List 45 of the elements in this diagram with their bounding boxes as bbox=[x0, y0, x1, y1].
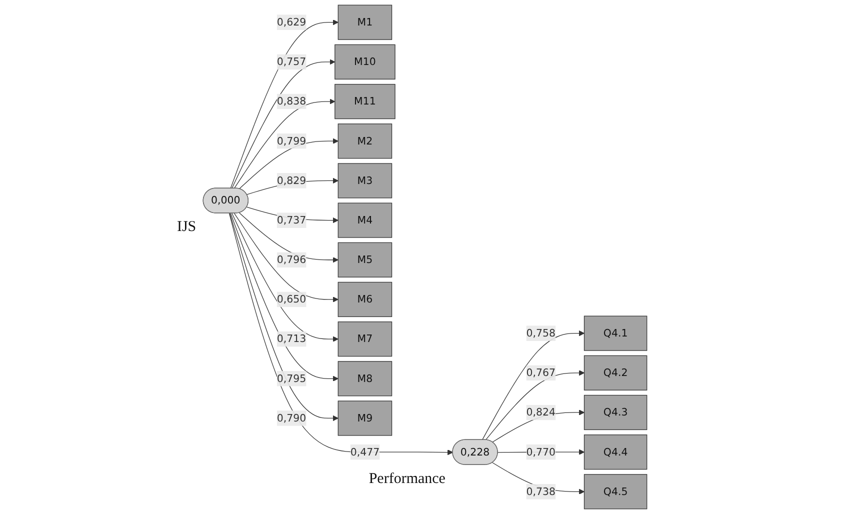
edge-label: 0,629 bbox=[276, 16, 306, 28]
arrow bbox=[485, 370, 584, 440]
node-box: M7 bbox=[338, 322, 392, 357]
edge-label: 0,799 bbox=[276, 134, 306, 147]
node-box: Q4.5 bbox=[584, 474, 648, 510]
arrow bbox=[234, 98, 336, 189]
node-box: M2 bbox=[338, 124, 392, 159]
node-box: M3 bbox=[338, 163, 392, 198]
arrow bbox=[232, 212, 338, 342]
edge-label: 0,737 bbox=[276, 214, 306, 226]
arrow bbox=[230, 212, 338, 382]
arrow bbox=[239, 138, 338, 190]
node-box: M6 bbox=[338, 282, 392, 318]
node-box: M1 bbox=[338, 4, 392, 40]
node-box: M11 bbox=[334, 84, 396, 120]
arrow bbox=[232, 59, 336, 189]
edge-label: 0,770 bbox=[526, 446, 556, 458]
edge-label: 0,824 bbox=[526, 406, 556, 418]
arrow bbox=[229, 212, 338, 422]
node-box: Q4.2 bbox=[584, 355, 648, 390]
arrow bbox=[228, 212, 454, 456]
node-box: M4 bbox=[338, 202, 392, 238]
edge-label: 0,738 bbox=[526, 485, 556, 498]
edge-label: 0,796 bbox=[276, 253, 306, 266]
edge-label: 0,795 bbox=[276, 372, 306, 384]
edge-label: 0,829 bbox=[276, 174, 306, 186]
edge-label: 0,758 bbox=[526, 326, 556, 340]
edge-label: 0,757 bbox=[276, 56, 306, 68]
node-box: M9 bbox=[338, 400, 392, 436]
node-box: Q4.1 bbox=[584, 316, 648, 351]
edge-label: 0,477 bbox=[350, 446, 380, 458]
arrow bbox=[234, 212, 338, 302]
node-box: M5 bbox=[338, 242, 392, 278]
node-box: M10 bbox=[334, 44, 396, 80]
edge-label: 0,650 bbox=[276, 293, 306, 306]
edge-label: 0,713 bbox=[276, 332, 306, 345]
arrow bbox=[230, 20, 338, 189]
edge-label: 0,767 bbox=[526, 366, 556, 379]
node-box: Q4.3 bbox=[584, 394, 648, 430]
arrow bbox=[482, 330, 584, 440]
node-box: M8 bbox=[338, 361, 392, 396]
edge-label: 0,838 bbox=[276, 95, 306, 108]
arrow bbox=[239, 212, 338, 263]
node-box: Q4.4 bbox=[584, 434, 648, 470]
edge-label: 0,790 bbox=[276, 412, 306, 424]
